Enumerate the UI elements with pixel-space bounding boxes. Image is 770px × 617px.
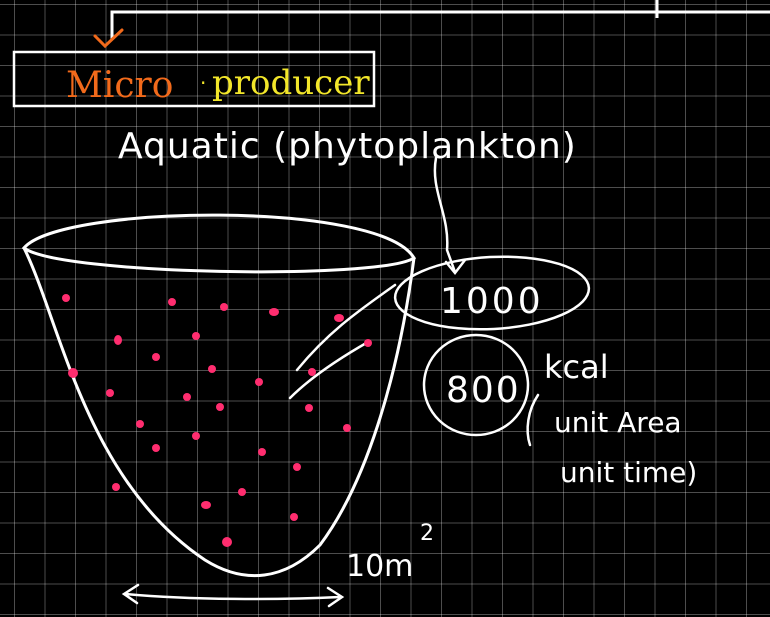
- pointer-line-1: [295, 283, 397, 372]
- dot: [334, 314, 344, 322]
- heading-dot: ·: [200, 71, 206, 95]
- dot: [216, 403, 224, 411]
- dot: [152, 353, 160, 361]
- dot: [269, 308, 279, 316]
- dot: [255, 378, 263, 386]
- width-arrow-right-head: [326, 586, 345, 608]
- dot: [258, 448, 266, 456]
- total-ellipse: [393, 255, 591, 331]
- bracket: [526, 393, 540, 447]
- dot: [152, 444, 160, 452]
- dot: [114, 335, 122, 345]
- heading-micro: Micro: [66, 65, 173, 106]
- dot: [305, 404, 313, 412]
- dot: [201, 501, 211, 509]
- dot: [222, 537, 232, 547]
- pot-rim: [21, 213, 417, 274]
- dot: [293, 463, 301, 471]
- unit-area: unit Area: [554, 406, 682, 439]
- unit-kcal: kcal: [544, 348, 609, 386]
- dot: [220, 303, 228, 311]
- subtitle-aquatic: Aquatic (phytoplankton): [118, 126, 577, 167]
- dot: [192, 332, 200, 340]
- phytoplankton-dots: [62, 294, 372, 547]
- dot: [68, 368, 78, 378]
- pointer-line-2: [288, 340, 370, 400]
- dot: [183, 393, 191, 401]
- arrow-head: [444, 258, 467, 276]
- dot: [308, 368, 316, 376]
- heading-producer: producer: [212, 63, 370, 103]
- area-exponent: 2: [420, 521, 434, 546]
- dot: [62, 294, 70, 302]
- dot: [290, 513, 298, 521]
- dot: [112, 483, 120, 491]
- value-net: 800: [446, 370, 521, 411]
- area-label: 10m: [346, 549, 413, 584]
- heading-box: [12, 50, 376, 108]
- dot: [238, 488, 246, 496]
- dot: [168, 298, 176, 306]
- dot: [106, 389, 114, 397]
- dot: [208, 365, 216, 373]
- width-arrow: [124, 592, 342, 601]
- dot: [343, 424, 351, 432]
- top-frame-line: [110, 10, 770, 40]
- dot: [192, 432, 200, 440]
- orange-tick: [93, 28, 124, 49]
- pot-outline: [22, 246, 416, 578]
- value-total: 1000: [440, 281, 544, 322]
- width-arrow-left-head: [121, 583, 140, 605]
- net-circle: [422, 333, 530, 437]
- curved-arrow: [433, 156, 457, 274]
- dot: [136, 420, 144, 428]
- dot: [364, 339, 372, 347]
- unit-time: unit time): [560, 456, 697, 489]
